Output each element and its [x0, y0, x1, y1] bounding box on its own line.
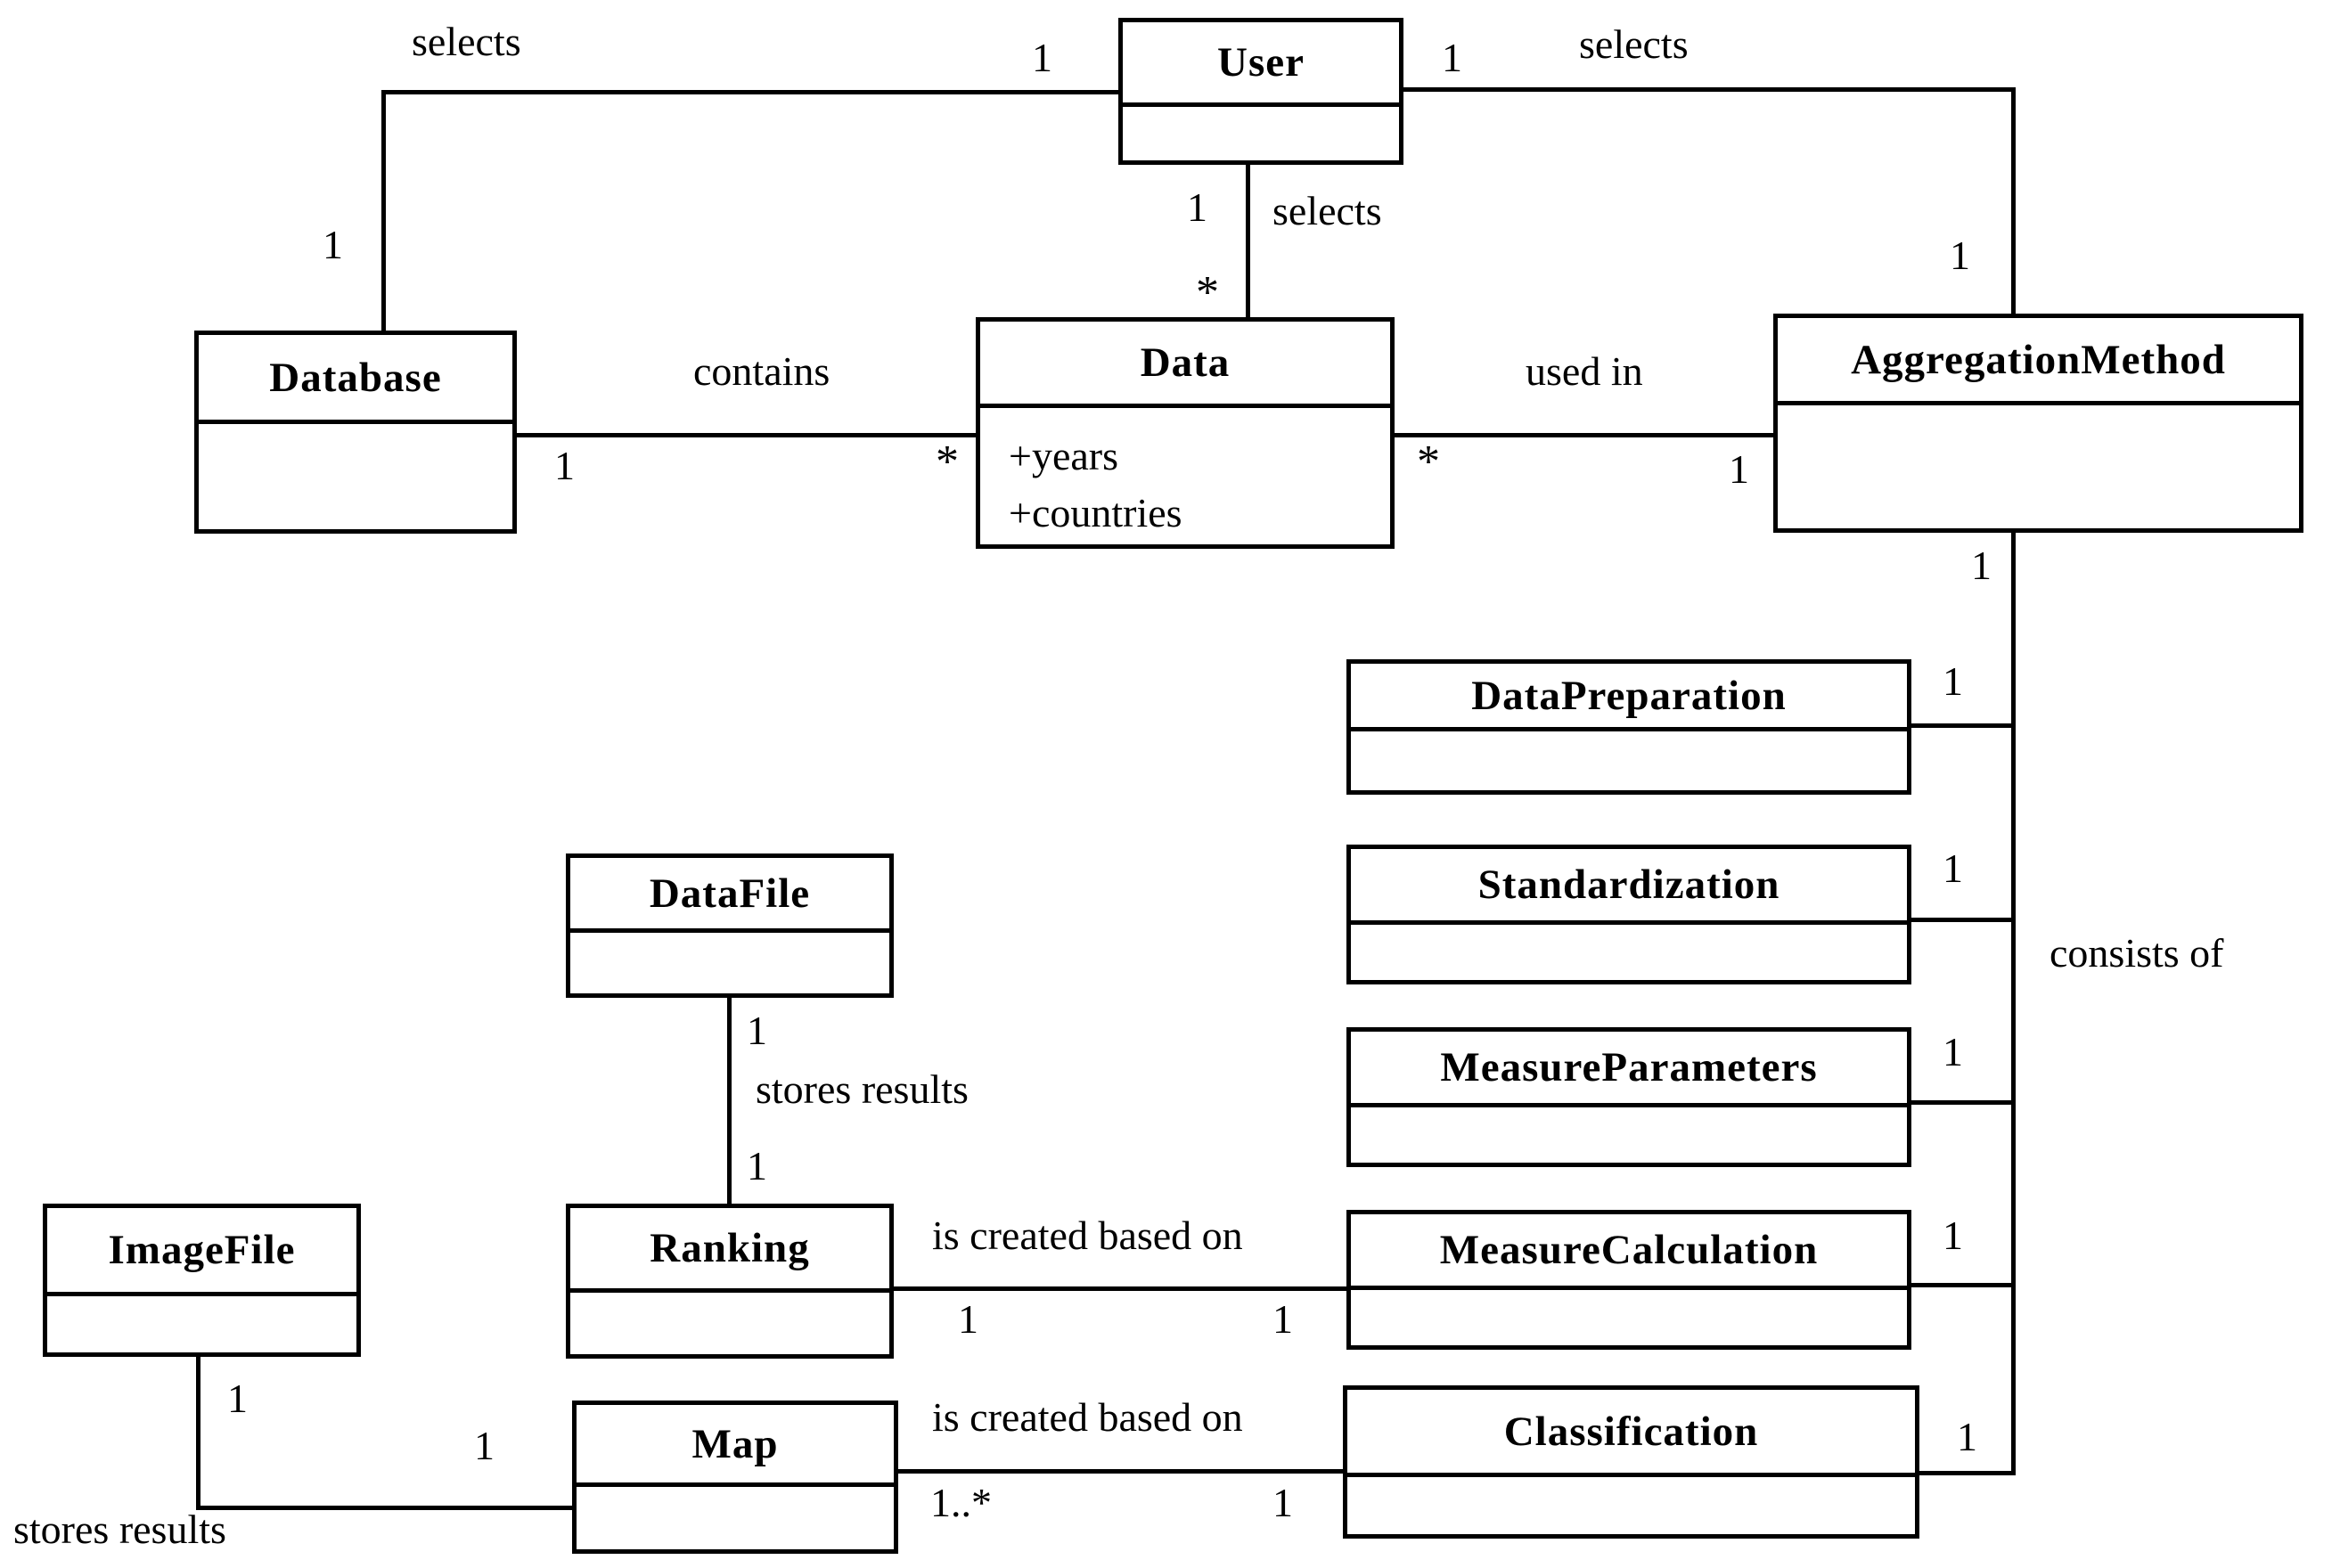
mult-imagefile-map-imagefile-end: 1	[227, 1376, 248, 1421]
mult-data-aggregation-aggregation-end: 1	[1729, 446, 1749, 492]
class-data-file-body	[570, 933, 889, 952]
class-data-preparation: DataPreparation	[1346, 659, 1911, 795]
assoc-database-data-label: contains	[693, 348, 830, 394]
class-map: Map	[572, 1401, 898, 1554]
mult-data-aggregation-data-end: *	[1417, 437, 1440, 487]
assoc-user-aggregation-label: selects	[1579, 21, 1689, 67]
mult-ranking-measure-calculation-ranking-end: 1	[958, 1296, 978, 1342]
mult-datafile-ranking-datafile-end: 1	[747, 1008, 767, 1053]
mult-user-aggregation-aggregation-end: 1	[1950, 233, 1970, 278]
class-data-attribute-years: +years	[1009, 433, 1118, 478]
assoc-consists-of-spine-line	[2011, 531, 2016, 1475]
class-data: Data +years +countries	[976, 317, 1395, 549]
assoc-user-aggregation-line-horizontal	[1402, 87, 2016, 92]
mult-database-data-data-end: *	[936, 437, 959, 487]
class-image-file-name: ImageFile	[47, 1208, 356, 1296]
class-user-name: User	[1123, 22, 1399, 107]
class-data-name: Data	[980, 322, 1390, 408]
assoc-datafile-ranking-label: stores results	[756, 1066, 969, 1112]
mult-user-database-user-end: 1	[1032, 35, 1052, 80]
mult-consists-of-classification-end: 1	[1957, 1414, 1977, 1459]
class-data-attribute-countries: +countries	[1009, 490, 1182, 535]
assoc-ranking-measure-calculation-label: is created based on	[932, 1213, 1243, 1258]
class-image-file: ImageFile	[43, 1204, 361, 1357]
mult-consists-of-aggregation-end: 1	[1971, 543, 1992, 588]
class-ranking: Ranking	[566, 1204, 894, 1359]
class-user: User	[1118, 18, 1403, 165]
mult-consists-of-standardization-end: 1	[1943, 845, 1963, 891]
mult-user-database-database-end: 1	[323, 222, 343, 267]
assoc-standardization-stub-line	[1910, 918, 2015, 922]
class-data-preparation-body	[1351, 731, 1907, 751]
class-measure-calculation-name: MeasureCalculation	[1351, 1214, 1907, 1290]
assoc-measure-parameters-stub-line	[1910, 1100, 2015, 1105]
class-measure-parameters: MeasureParameters	[1346, 1027, 1911, 1167]
mult-user-aggregation-user-end: 1	[1442, 35, 1462, 80]
assoc-user-aggregation-line-vertical	[2011, 87, 2016, 317]
assoc-database-data-line	[515, 433, 978, 437]
class-aggregation-method: AggregationMethod	[1773, 314, 2303, 533]
assoc-user-database-line-horizontal	[383, 90, 1122, 94]
class-data-body: +years +countries	[980, 408, 1390, 542]
assoc-user-database-line-vertical	[381, 90, 386, 334]
mult-user-data-user-end: 1	[1187, 184, 1207, 230]
class-classification: Classification	[1343, 1385, 1919, 1539]
mult-map-classification-map-end: 1..*	[930, 1480, 992, 1525]
mult-user-data-data-end: *	[1196, 267, 1219, 318]
class-classification-name: Classification	[1347, 1390, 1915, 1477]
class-standardization: Standardization	[1346, 845, 1911, 984]
class-measure-parameters-body	[1351, 1107, 1907, 1127]
class-database-body	[199, 424, 512, 444]
class-map-body	[577, 1487, 894, 1507]
assoc-measure-calculation-stub-line	[1910, 1283, 2015, 1287]
class-data-file-name: DataFile	[570, 858, 889, 933]
class-standardization-name: Standardization	[1351, 849, 1907, 925]
class-measure-calculation-body	[1351, 1290, 1907, 1310]
assoc-classification-stub-line	[1918, 1471, 2016, 1475]
class-ranking-body	[570, 1293, 889, 1312]
class-data-file: DataFile	[566, 853, 894, 998]
assoc-consists-of-label: consists of	[2050, 930, 2224, 976]
class-database-name: Database	[199, 335, 512, 424]
class-measure-calculation: MeasureCalculation	[1346, 1210, 1911, 1350]
assoc-data-preparation-stub-line	[1910, 723, 2015, 728]
assoc-map-classification-label: is created based on	[932, 1394, 1243, 1440]
class-map-name: Map	[577, 1405, 894, 1487]
class-database: Database	[194, 331, 517, 534]
assoc-data-aggregation-label: used in	[1526, 348, 1643, 394]
class-image-file-body	[47, 1296, 356, 1316]
class-ranking-name: Ranking	[570, 1208, 889, 1293]
mult-ranking-measure-calculation-mc-end: 1	[1272, 1296, 1293, 1342]
mult-map-classification-classification-end: 1	[1272, 1480, 1293, 1525]
class-aggregation-method-body	[1778, 405, 2299, 425]
mult-datafile-ranking-ranking-end: 1	[747, 1143, 767, 1188]
mult-imagefile-map-map-end: 1	[474, 1423, 495, 1468]
assoc-ranking-measure-calculation-line	[892, 1286, 1350, 1291]
class-data-preparation-name: DataPreparation	[1351, 664, 1907, 731]
assoc-imagefile-map-line-horizontal	[196, 1506, 574, 1510]
assoc-imagefile-map-label: stores results	[13, 1507, 226, 1552]
assoc-user-database-label: selects	[412, 19, 521, 64]
assoc-map-classification-line	[896, 1469, 1346, 1474]
assoc-datafile-ranking-line	[727, 996, 732, 1207]
mult-consists-of-data-preparation-end: 1	[1943, 658, 1963, 704]
class-standardization-body	[1351, 925, 1907, 944]
mult-database-data-database-end: 1	[554, 443, 575, 488]
class-aggregation-method-name: AggregationMethod	[1778, 318, 2299, 405]
assoc-user-data-line-vertical	[1246, 163, 1250, 321]
class-user-body	[1123, 107, 1399, 127]
class-classification-body	[1347, 1477, 1915, 1497]
assoc-user-data-label: selects	[1272, 188, 1382, 233]
mult-consists-of-measure-calculation-end: 1	[1943, 1213, 1963, 1258]
assoc-data-aggregation-line	[1393, 433, 1775, 437]
assoc-imagefile-map-line-vertical	[196, 1355, 200, 1510]
class-measure-parameters-name: MeasureParameters	[1351, 1032, 1907, 1107]
mult-consists-of-measure-parameters-end: 1	[1943, 1029, 1963, 1074]
